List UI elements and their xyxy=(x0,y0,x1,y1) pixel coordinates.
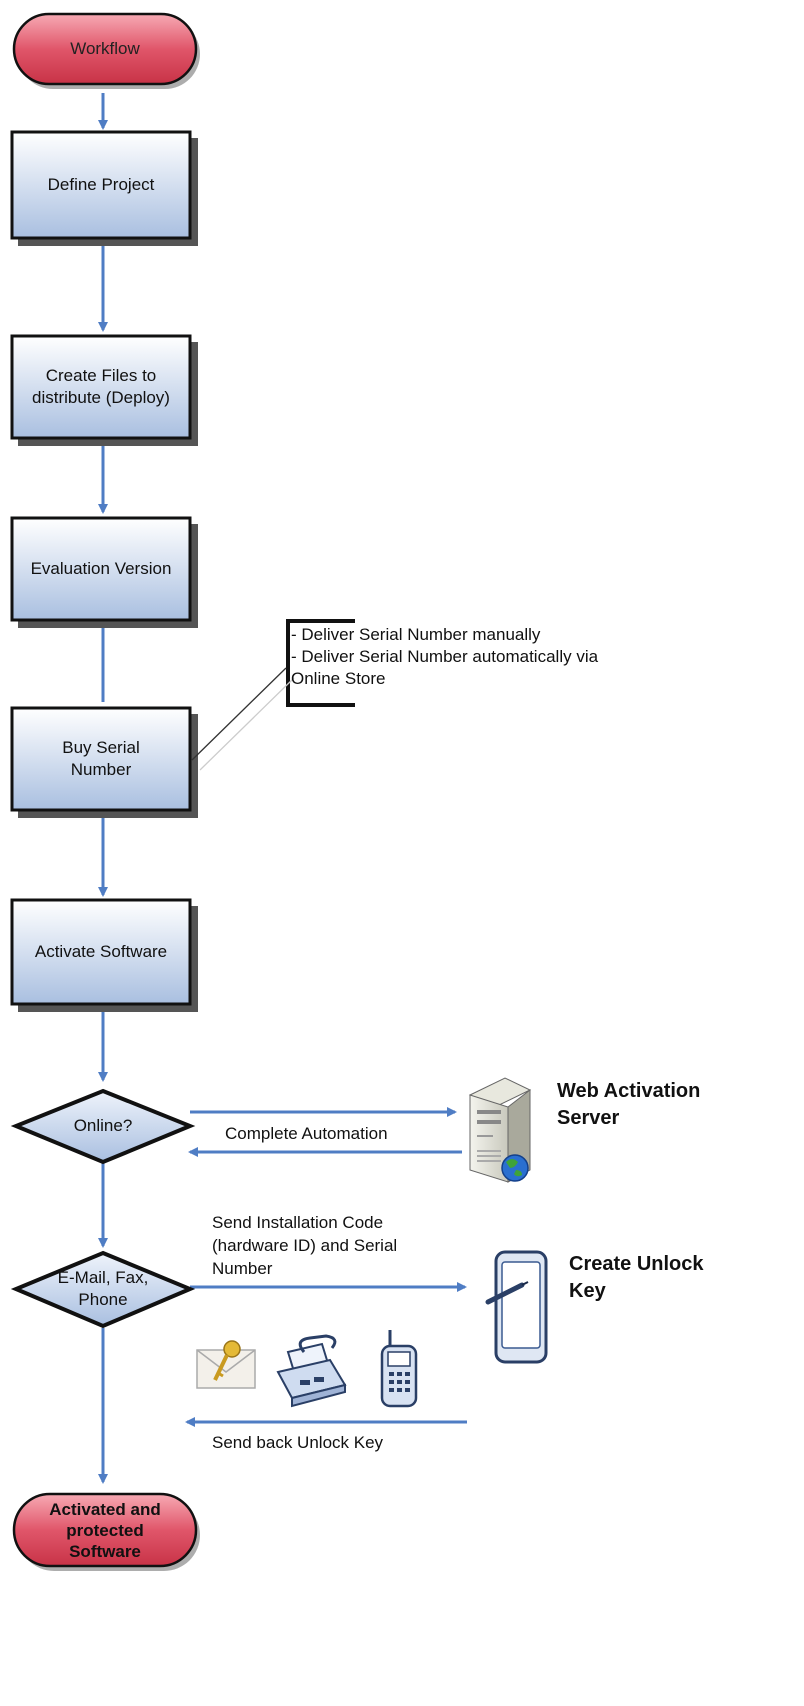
edge-send-code-1: Send Installation Code xyxy=(212,1213,384,1232)
edge-complete-automation: Complete Automation xyxy=(225,1124,388,1143)
note-line-2: - Deliver Serial Number automatically vi… xyxy=(291,647,599,666)
cellphone-icon xyxy=(380,1330,418,1408)
box-evaluation xyxy=(10,516,192,622)
unlock-label-1: Create Unlock xyxy=(569,1253,704,1275)
email-key-icon xyxy=(196,1340,256,1389)
note-line-1: - Deliver Serial Number manually xyxy=(291,625,541,644)
decision-email xyxy=(10,1250,196,1329)
note-bracket xyxy=(191,619,355,771)
end-label: Activated and protected Software xyxy=(49,1499,161,1561)
web-server-label-2: Server xyxy=(557,1107,620,1129)
decision-online-label: Online? xyxy=(73,1116,133,1135)
step-buy-serial: Buy Serial Number xyxy=(62,738,140,779)
start-label: Workflow xyxy=(70,39,140,58)
step-create-files: Create Files to distribute (Deploy) xyxy=(32,366,170,407)
tablet-pen-icon xyxy=(485,1250,548,1364)
box-define-project xyxy=(10,130,192,240)
box-create-files xyxy=(10,334,192,440)
step-activate: Activate Software xyxy=(34,942,168,961)
fax-icon xyxy=(276,1334,347,1408)
end-terminator xyxy=(12,1492,198,1568)
unlock-label-2: Key xyxy=(569,1280,606,1302)
step-evaluation: Evaluation Version xyxy=(30,559,172,578)
decision-email-label: E-Mail, Fax, Phone xyxy=(57,1268,149,1309)
start-terminator xyxy=(12,12,198,86)
step-define-project: Define Project xyxy=(47,175,155,194)
box-buy-serial xyxy=(10,706,192,812)
decision-online xyxy=(10,1088,196,1165)
flow-arrows xyxy=(98,93,467,1484)
globe-icon xyxy=(501,1154,529,1182)
note-line-3: Online Store xyxy=(291,669,386,688)
edge-send-code-3: Number xyxy=(212,1259,273,1278)
edge-send-back: Send back Unlock Key xyxy=(212,1433,384,1452)
box-activate xyxy=(10,898,192,1006)
web-server-label-1: Web Activation xyxy=(557,1080,701,1102)
process-boxes xyxy=(10,130,198,1012)
edge-send-code-2: (hardware ID) and Serial xyxy=(212,1236,398,1255)
